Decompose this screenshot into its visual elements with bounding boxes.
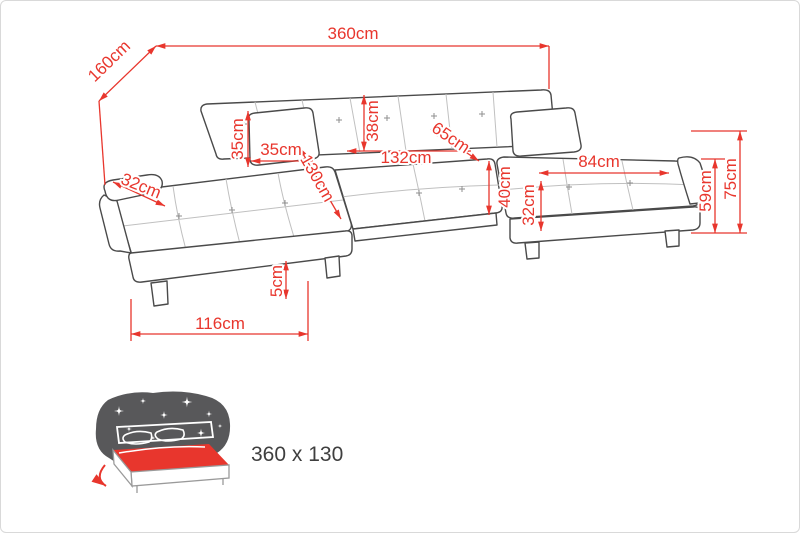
sofa-right-legs: [524, 229, 680, 260]
bed-legs: [136, 478, 224, 493]
bed-blanket-fold: [118, 445, 206, 454]
dim-label-left-chaise-width: 116cm: [195, 314, 245, 333]
dim-label-leg-height: 5cm: [267, 265, 286, 297]
dim-label-right-chaise-width: 84cm: [578, 152, 620, 171]
bed-mattress: [113, 444, 229, 472]
dim-label-center-seat-width: 132cm: [380, 148, 431, 167]
sofa-right-front: [509, 206, 701, 244]
dim-label-backrest-height: 38cm: [363, 100, 382, 142]
sofa-left-side: [98, 194, 132, 254]
dimline-left-arm: [112, 181, 166, 207]
right-chaise-tufts: [566, 180, 633, 190]
dim-label-total-depth: 160cm: [84, 36, 134, 85]
dim-label-height-total: 75cm: [721, 158, 740, 200]
bed-base-side: [112, 448, 133, 488]
sofa-right-arm: [676, 156, 710, 205]
dim-label-total-width: 360cm: [327, 24, 378, 43]
dim-label-right-seat-depth: 40cm: [495, 166, 514, 208]
sleeping-area-size: 360 x 130: [251, 443, 343, 466]
dimline-left-chaise-depth: [298, 146, 342, 220]
dimline-total-depth: [98, 45, 157, 102]
bed-headboard: [115, 421, 215, 444]
sofa-center-front: [352, 212, 498, 242]
dim-label-height-seat: 59cm: [696, 170, 715, 212]
left-chaise-tufts: [176, 200, 288, 219]
dim-label-left-pillow-height: 35cm: [228, 118, 247, 160]
sofa-left-legs: [150, 255, 341, 307]
right-chaise-seams: [500, 158, 697, 215]
dimension-lines: [98, 43, 747, 341]
sleeping-function-icon: [91, 391, 231, 493]
ext-left-vert: [98, 100, 106, 186]
center-seat-tufts: [416, 186, 465, 196]
sofa-right-pillow: [509, 107, 582, 157]
dimline-corner-seat: [430, 128, 480, 162]
sofa-drawing: [98, 89, 710, 307]
fold-out-arrow-icon: [91, 464, 107, 487]
dim-label-left-pillow-width: 35cm: [260, 140, 302, 159]
sofa-left-front: [128, 230, 353, 283]
bed-pillows: [122, 427, 185, 445]
dim-label-right-arm: 32cm: [519, 184, 538, 226]
